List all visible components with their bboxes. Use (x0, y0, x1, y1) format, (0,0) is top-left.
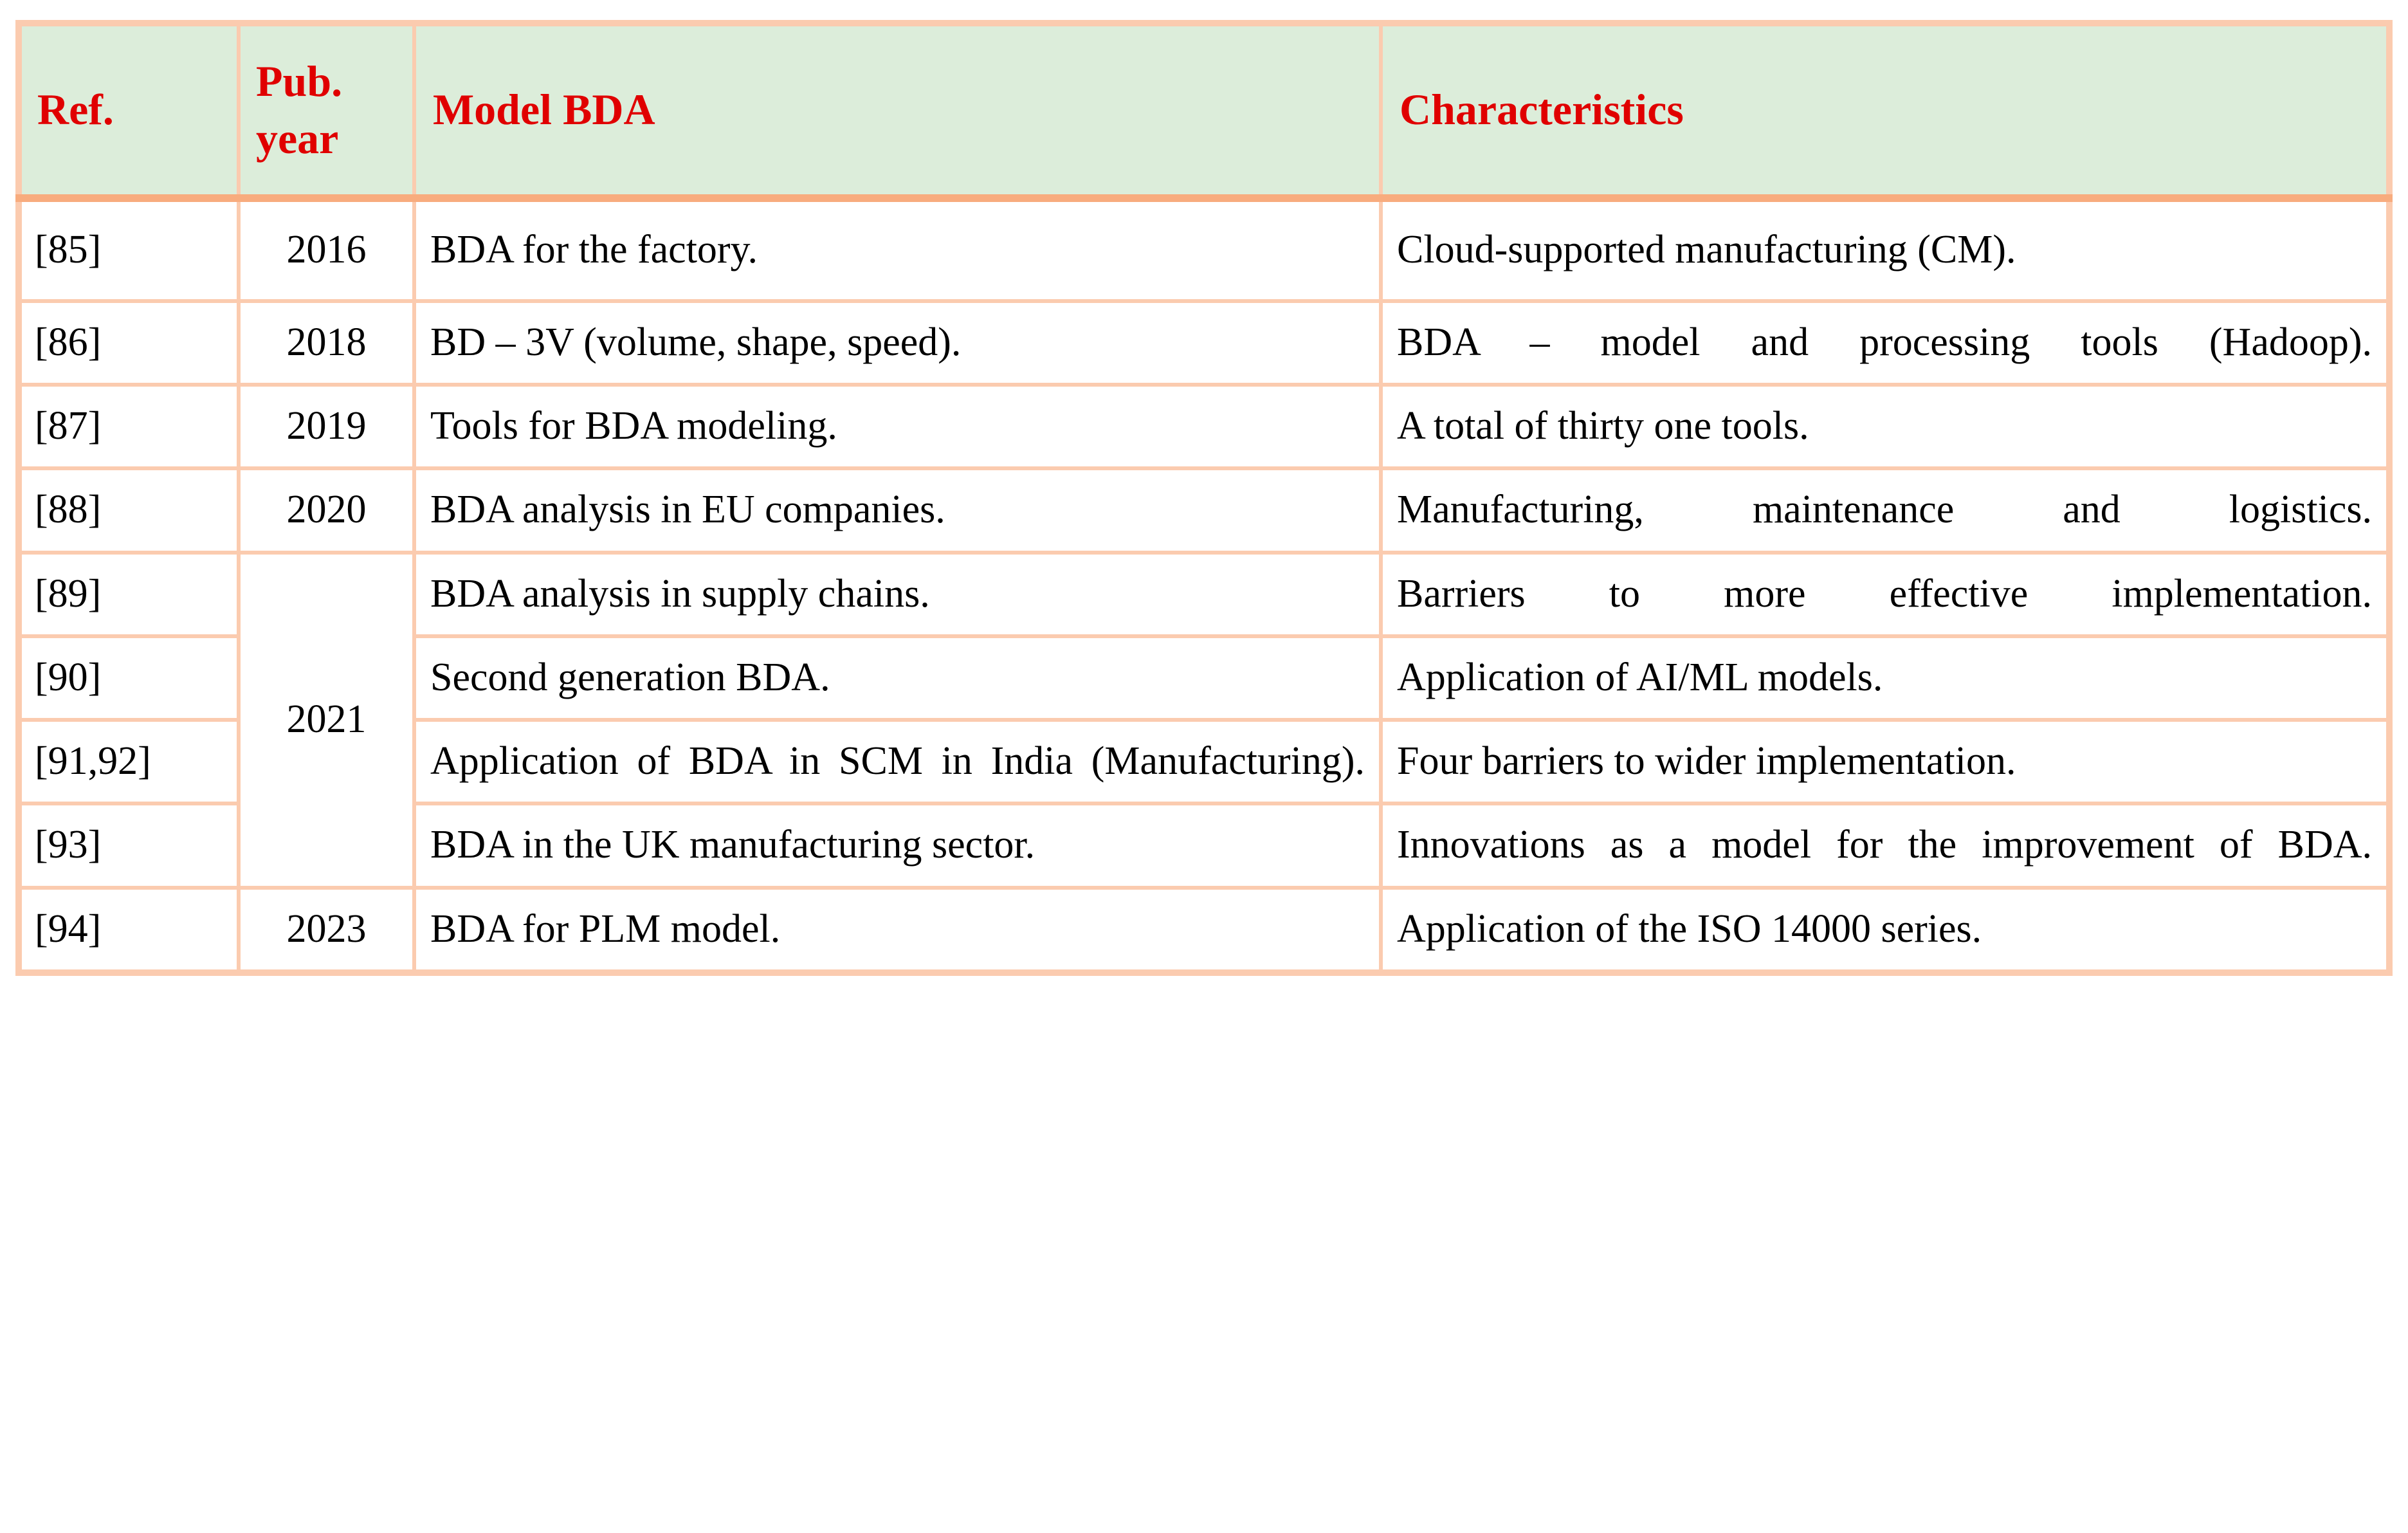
cell-ref: [86] (15, 298, 241, 387)
table-row: [94] 2023 BDA for PLM model. Application… (15, 885, 2393, 976)
cell-model-text: BDA for the factory. (430, 228, 758, 272)
cell-year: 2018 (237, 298, 416, 387)
cell-characteristics-text: BDA – model and processing tools (Hadoop… (1397, 320, 2372, 364)
cell-ref: [88] (15, 466, 241, 555)
cell-characteristics: Cloud-supported manufacturing (CM). (1379, 196, 2393, 303)
cell-ref: [87] (15, 383, 241, 471)
cell-year: 2019 (237, 383, 416, 471)
column-header-pub-year-line-1: Pub. (256, 57, 343, 106)
cell-year-merged: 2021 (237, 550, 416, 890)
cell-model: Second generation BDA. (412, 634, 1383, 722)
cell-characteristics-text: Innovations as a model for the improveme… (1397, 823, 2372, 867)
table-row: [90] Second generation BDA. Application … (15, 634, 2393, 722)
table-row: [86] 2018 BD – 3V (volume, shape, speed)… (15, 298, 2393, 387)
column-header-pub-year-line-2: year (256, 113, 339, 163)
cell-model: Application of BDA in SCM in India (Manu… (412, 718, 1383, 806)
cell-year: 2020 (237, 466, 416, 555)
cell-model-text: BDA for PLM model. (430, 906, 781, 951)
column-header-model-bda: Model BDA (412, 20, 1383, 202)
cell-model-text: BDA in the UK manufacturing sector. (430, 823, 1035, 867)
cell-model: Tools for BDA modeling. (412, 383, 1383, 471)
cell-characteristics-text: Four barriers to wider implementation. (1397, 739, 2016, 784)
column-header-pub-year: Pub. year (237, 20, 416, 202)
cell-model: BDA for the factory. (412, 196, 1383, 303)
cell-ref: [93] (15, 802, 241, 890)
column-header-ref-line-1: Ref. (37, 85, 114, 134)
cell-model: BDA analysis in supply chains. (412, 550, 1383, 638)
column-header-characteristics: Characteristics (1379, 20, 2393, 202)
cell-model: BDA analysis in EU companies. (412, 466, 1383, 555)
table-row: [91,92] Application of BDA in SCM in Ind… (15, 718, 2393, 806)
cell-model: BD – 3V (volume, shape, speed). (412, 298, 1383, 387)
cell-ref: [90] (15, 634, 241, 722)
table-row: [85] 2016 BDA for the factory. Cloud-sup… (15, 196, 2393, 303)
table-header: Ref. Pub. year Model BDA Charact (15, 20, 2393, 202)
cell-characteristics: BDA – model and processing tools (Hadoop… (1379, 298, 2393, 387)
column-header-model-bda-line-1: Model BDA (433, 85, 655, 134)
cell-characteristics: Manufacturing, maintenance and logistics… (1379, 466, 2393, 555)
cell-characteristics: Four barriers to wider implementation. (1379, 718, 2393, 806)
cell-year: 2023 (237, 885, 416, 976)
cell-model-text: BDA analysis in supply chains. (430, 571, 930, 616)
bda-models-table: Ref. Pub. year Model BDA Charact (15, 20, 2393, 976)
cell-characteristics-text: Cloud-supported manufacturing (CM). (1397, 228, 2016, 272)
cell-model-text: Tools for BDA modeling. (430, 404, 837, 448)
cell-characteristics: A total of thirty one tools. (1379, 383, 2393, 471)
cell-ref: [91,92] (15, 718, 241, 806)
cell-model-text: BDA analysis in EU companies. (430, 488, 945, 532)
cell-characteristics: Barriers to more effective implementatio… (1379, 550, 2393, 638)
cell-year: 2016 (237, 196, 416, 303)
cell-ref: [89] (15, 550, 241, 638)
cell-characteristics: Application of the ISO 14000 series. (1379, 885, 2393, 976)
cell-model-text: Application of BDA in SCM in India (Manu… (430, 739, 1365, 784)
table-row: [88] 2020 BDA analysis in EU companies. … (15, 466, 2393, 555)
cell-characteristics-text: A total of thirty one tools. (1397, 404, 1809, 448)
cell-model-text: Second generation BDA. (430, 655, 830, 699)
table-body: [85] 2016 BDA for the factory. Cloud-sup… (15, 196, 2393, 976)
column-header-characteristics-line-1: Characteristics (1400, 85, 1684, 134)
table-row: [89] 2021 BDA analysis in supply chains.… (15, 550, 2393, 890)
cell-model-text: BD – 3V (volume, shape, speed). (430, 320, 962, 364)
cell-characteristics: Application of AI/ML models. (1379, 634, 2393, 722)
header-row: Ref. Pub. year Model BDA Charact (15, 20, 2393, 202)
cell-ref: [94] (15, 885, 241, 976)
cell-characteristics-text: Application of AI/ML models. (1397, 655, 1883, 699)
cell-characteristics-text: Barriers to more effective implementatio… (1397, 571, 2372, 616)
table-row: [93] BDA in the UK manufacturing sector.… (15, 802, 2393, 890)
cell-model: BDA in the UK manufacturing sector. (412, 802, 1383, 890)
cell-characteristics: Innovations as a model for the improveme… (1379, 802, 2393, 890)
cell-ref: [85] (15, 196, 241, 303)
table-row: [87] 2019 Tools for BDA modeling. A tota… (15, 383, 2393, 471)
cell-characteristics-text: Manufacturing, maintenance and logistics… (1397, 488, 2372, 532)
cell-model: BDA for PLM model. (412, 885, 1383, 976)
column-header-ref: Ref. (15, 20, 241, 202)
cell-characteristics-text: Application of the ISO 14000 series. (1397, 906, 1982, 951)
